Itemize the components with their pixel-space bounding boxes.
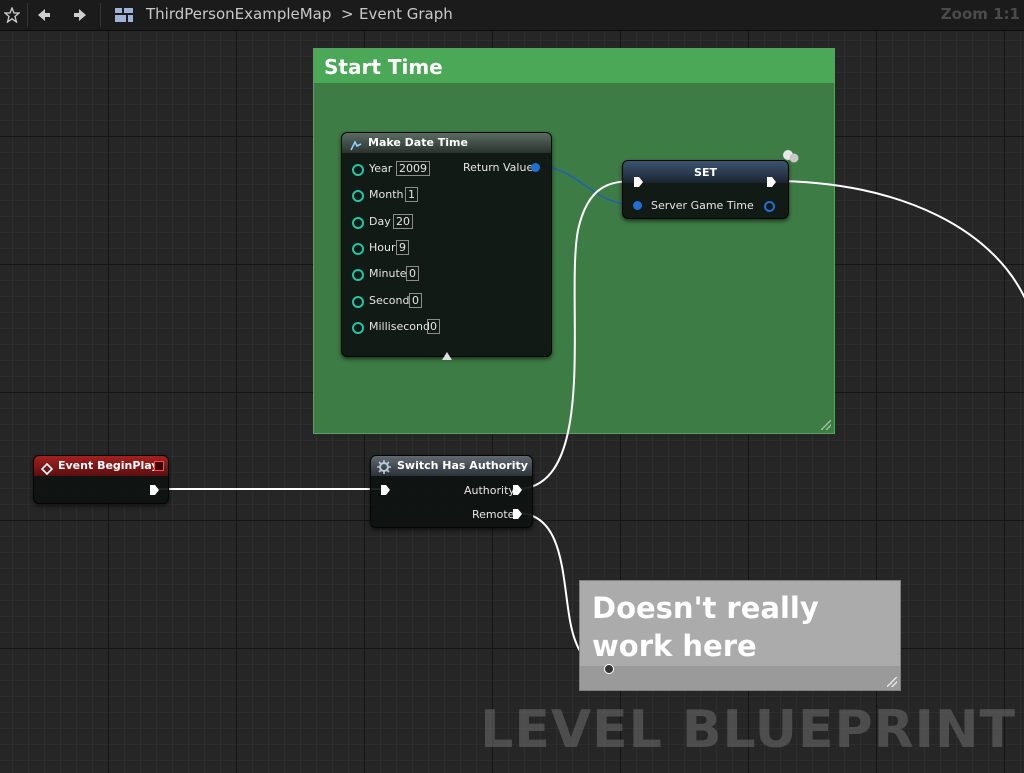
switch-has-authority-node[interactable]: Switch Has Authority Authority Remote — [370, 455, 533, 528]
comment-box-note[interactable]: Doesn't really work here — [579, 580, 901, 691]
event-diamond-icon — [40, 460, 54, 476]
exec-authority-pin-icon[interactable] — [512, 484, 523, 496]
pin-millisecond-icon[interactable] — [352, 322, 364, 334]
pin-label-hour: Hour — [369, 241, 396, 254]
zoom-level: Zoom 1:1 — [940, 5, 1020, 23]
node-header[interactable]: Switch Has Authority — [371, 456, 532, 476]
pin-label-return-value: Return Value — [463, 161, 534, 174]
breadcrumb-map[interactable]: ThirdPersonExampleMap — [146, 5, 332, 23]
input-day[interactable]: 20 — [393, 214, 413, 229]
toolbar-divider — [27, 3, 28, 27]
level-blueprint-watermark: LEVEL BLUEPRINT — [480, 700, 1016, 760]
exec-out-pin-icon[interactable] — [149, 484, 160, 496]
input-month[interactable]: 1 — [405, 187, 418, 202]
note-text: Doesn't really work here — [592, 591, 819, 663]
input-minute[interactable]: 0 — [406, 266, 419, 281]
expand-arrow-icon[interactable] — [442, 345, 452, 360]
wire-authority-to-set — [516, 180, 637, 490]
pin-label-remote: Remote — [472, 508, 515, 521]
pin-output-icon[interactable] — [764, 201, 775, 212]
pin-label-month: Month — [369, 188, 404, 201]
graph-toolbar: ThirdPersonExampleMap > Event Graph Zoom… — [0, 0, 1024, 31]
exec-remote-pin-icon[interactable] — [512, 508, 523, 520]
node-title: SET — [694, 166, 717, 179]
resize-handle-icon[interactable] — [821, 420, 831, 430]
delegate-pin-icon[interactable] — [154, 461, 164, 471]
pin-label-second: Second — [369, 294, 410, 307]
pin-return-value-icon[interactable] — [531, 163, 540, 172]
blueprint-graph-icon — [112, 3, 136, 27]
pin-minute-icon[interactable] — [352, 269, 364, 281]
exec-in-pin-icon[interactable] — [380, 484, 391, 496]
input-hour[interactable]: 9 — [396, 240, 409, 255]
breadcrumb-graph[interactable]: Event Graph — [359, 5, 453, 23]
node-title: Make Date Time — [368, 136, 468, 149]
node-header[interactable]: Event BeginPlay — [34, 456, 168, 476]
pin-second-icon[interactable] — [352, 296, 364, 308]
macro-gear-icon — [377, 459, 391, 474]
pin-server-game-time-icon[interactable] — [633, 201, 642, 210]
resize-handle-icon[interactable] — [887, 677, 897, 687]
network-replication-icon — [782, 148, 800, 163]
pin-year-icon[interactable] — [352, 164, 364, 176]
set-variable-node[interactable]: SET Server Game Time — [622, 160, 789, 219]
input-millisecond[interactable]: 0 — [427, 319, 440, 334]
arrow-right-icon[interactable] — [68, 3, 92, 27]
comment-title: Start Time — [324, 55, 443, 79]
star-icon[interactable] — [0, 3, 24, 27]
pin-label-minute: Minute — [369, 267, 407, 280]
toolbar-divider — [100, 3, 101, 27]
node-title: Event BeginPlay — [58, 459, 159, 472]
note-footer — [580, 666, 900, 690]
wire-set-exec-out — [771, 180, 1024, 299]
reroute-node-icon[interactable] — [604, 664, 614, 674]
exec-in-pin-icon[interactable] — [633, 176, 644, 188]
node-title: Switch Has Authority — [397, 459, 528, 472]
input-second[interactable]: 0 — [409, 293, 422, 308]
pin-label-authority: Authority — [464, 484, 515, 497]
input-year[interactable]: 2009 — [396, 161, 430, 176]
comment-title-bar[interactable]: Start Time — [314, 49, 834, 83]
function-icon — [349, 137, 363, 151]
pin-label-millisecond: Millisecond — [369, 320, 430, 333]
pin-day-icon[interactable] — [352, 217, 364, 229]
pin-month-icon[interactable] — [352, 190, 364, 202]
exec-out-pin-icon[interactable] — [766, 176, 777, 188]
pin-hour-icon[interactable] — [352, 243, 364, 255]
pin-label-server-game-time: Server Game Time — [651, 199, 754, 212]
event-beginplay-node[interactable]: Event BeginPlay — [33, 455, 169, 504]
pin-label-day: Day — [369, 215, 391, 228]
breadcrumb-separator: > — [341, 5, 354, 23]
arrow-left-icon[interactable] — [32, 3, 56, 27]
make-date-time-node[interactable]: Make Date Time Year 2009 Month 1 Day 20 … — [341, 132, 552, 360]
node-header[interactable]: Make Date Time — [342, 133, 551, 153]
pin-label-year: Year — [369, 162, 393, 175]
node-header[interactable]: SET — [623, 161, 788, 183]
